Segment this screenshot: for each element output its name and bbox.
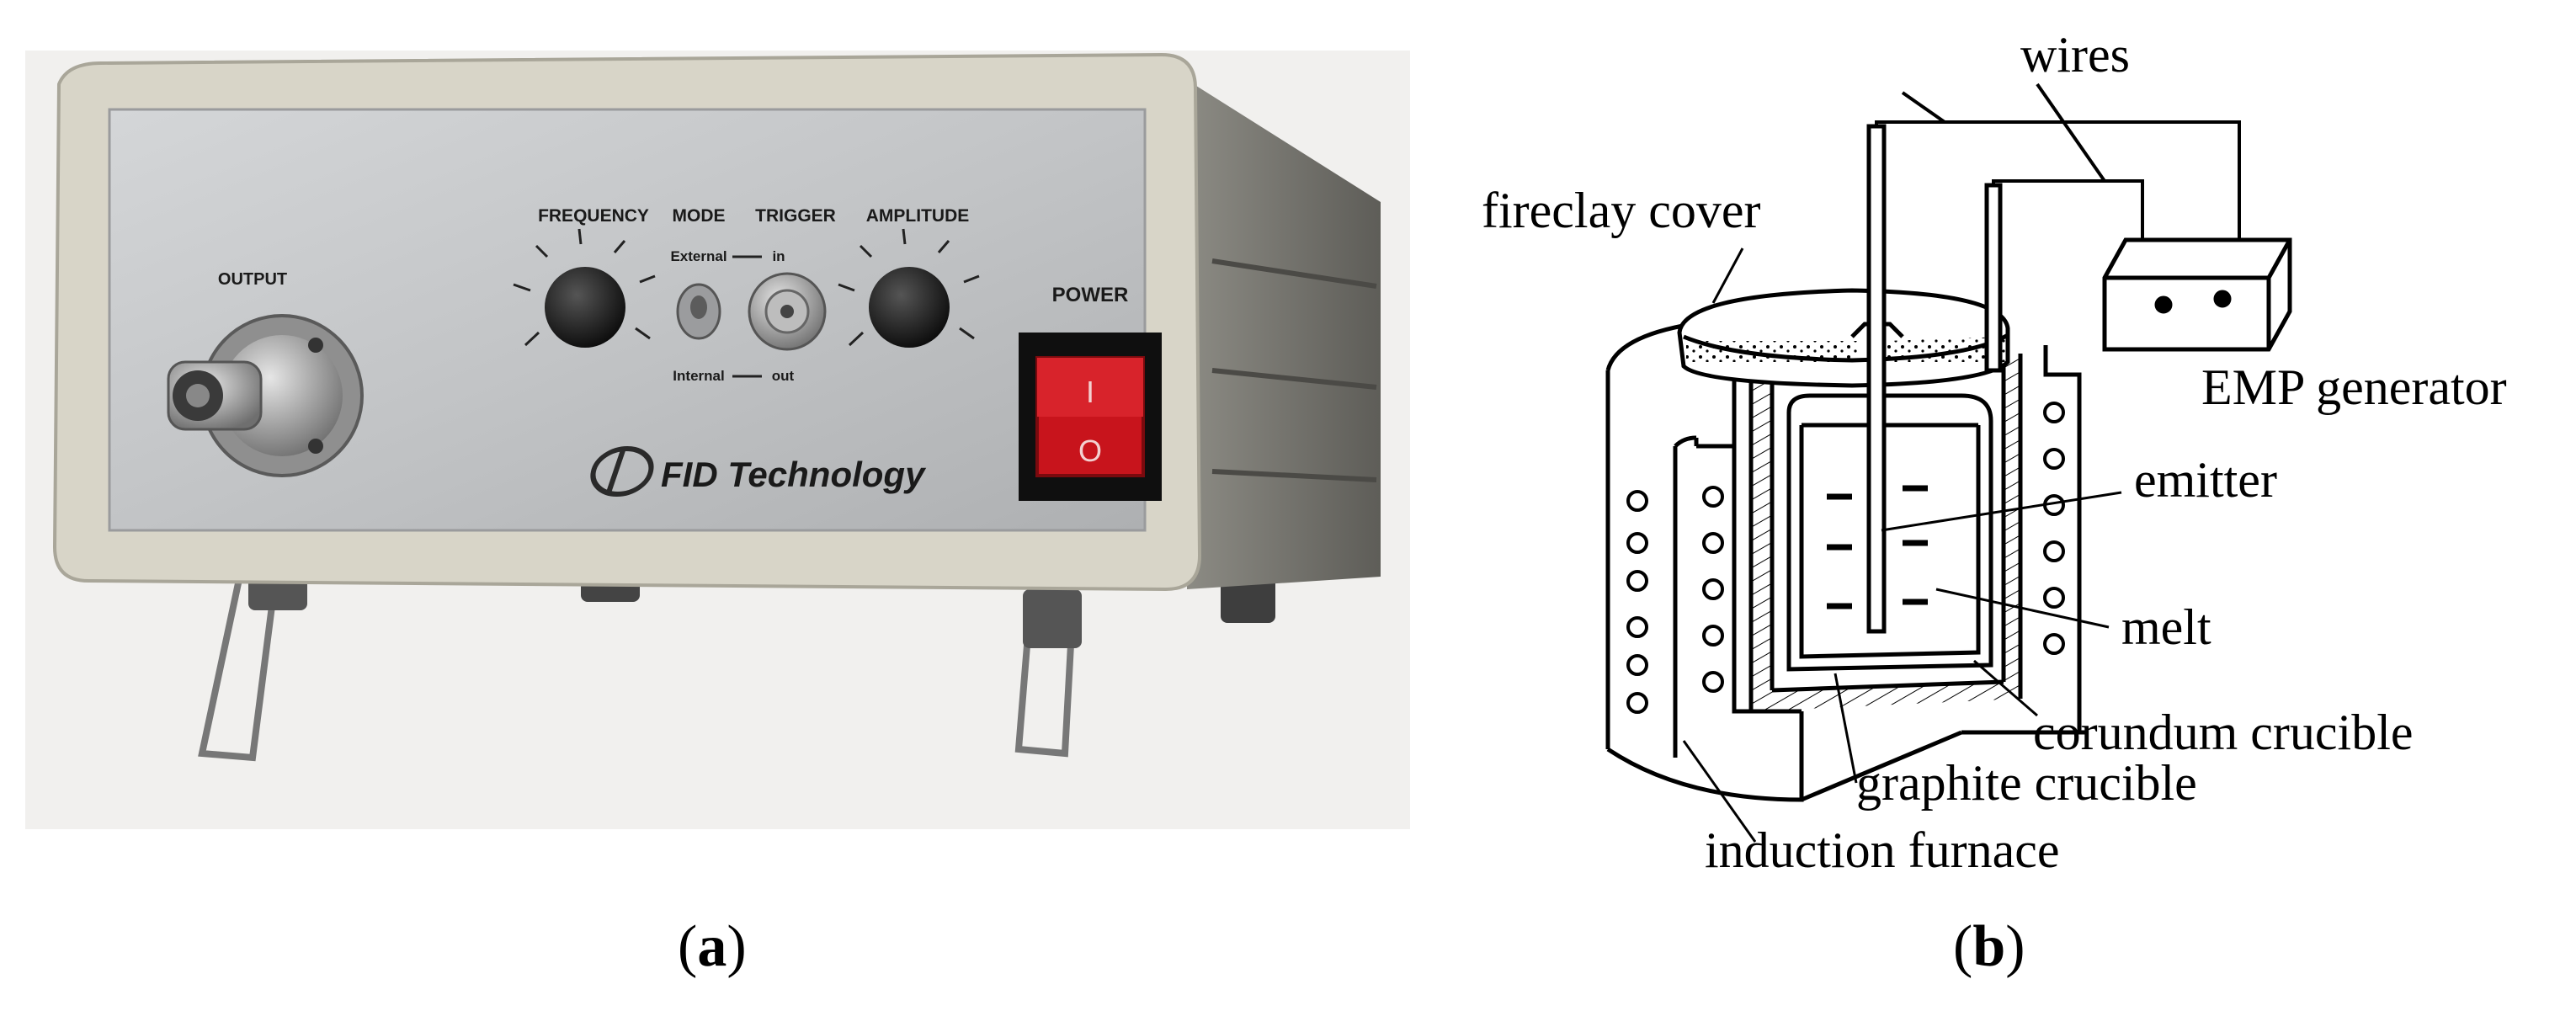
panel-label-b: (b) — [1953, 914, 2025, 979]
label-emitter: emitter — [2134, 452, 2277, 508]
label-emp-generator: EMP generator — [2201, 359, 2507, 415]
panel-a-photo: OUTPUT FREQUENCY MODE TRIGGER AMPLITUDE … — [25, 51, 1410, 829]
brand-logo: FID Technology — [590, 446, 927, 497]
label-induction-furnace: induction furnace — [1705, 822, 2060, 878]
power-switch[interactable]: I O — [1019, 333, 1162, 501]
label-fireclay-cover: fireclay cover — [1482, 183, 1760, 238]
fireclay-cover — [1677, 288, 2010, 388]
internal-label: Internal — [673, 368, 724, 384]
mode-toggle[interactable] — [676, 283, 721, 340]
label-graphite-crucible: graphite crucible — [1856, 755, 2197, 811]
output-connector — [167, 314, 364, 477]
mode-label: MODE — [673, 206, 726, 226]
label-wires: wires — [2020, 27, 2130, 82]
output-label: OUTPUT — [218, 270, 287, 289]
corundum-crucible — [1786, 393, 1993, 672]
brand-name: FID Technology — [661, 455, 927, 494]
power-label: POWER — [1052, 284, 1129, 306]
leader-lines — [1682, 247, 2122, 843]
panel-label-a: (a) — [678, 914, 747, 979]
frequency-knob[interactable] — [513, 228, 656, 348]
emp-generator-box — [2102, 237, 2292, 352]
label-corundum-crucible: corundum crucible — [2033, 705, 2414, 760]
device-side — [1187, 80, 1381, 589]
trigger-connector[interactable] — [748, 272, 827, 351]
melt — [1827, 485, 1928, 609]
external-label: External — [670, 248, 726, 264]
wires — [1875, 82, 2241, 278]
label-melt: melt — [2121, 599, 2211, 655]
power-on-symbol: I — [1086, 375, 1094, 409]
furnace-coils — [1626, 402, 2065, 714]
trigger-label: TRIGGER — [755, 206, 836, 226]
panel-b-labels: wires fireclay cover EMP generator emitt… — [1482, 27, 2507, 878]
frequency-label: FREQUENCY — [538, 206, 649, 226]
panel-b-diagram — [1605, 82, 2292, 843]
power-off-symbol: O — [1078, 434, 1102, 468]
amplitude-knob[interactable] — [838, 228, 980, 348]
out-label: out — [772, 368, 795, 384]
amplitude-label: AMPLITUDE — [866, 206, 970, 226]
in-label: in — [772, 248, 785, 264]
